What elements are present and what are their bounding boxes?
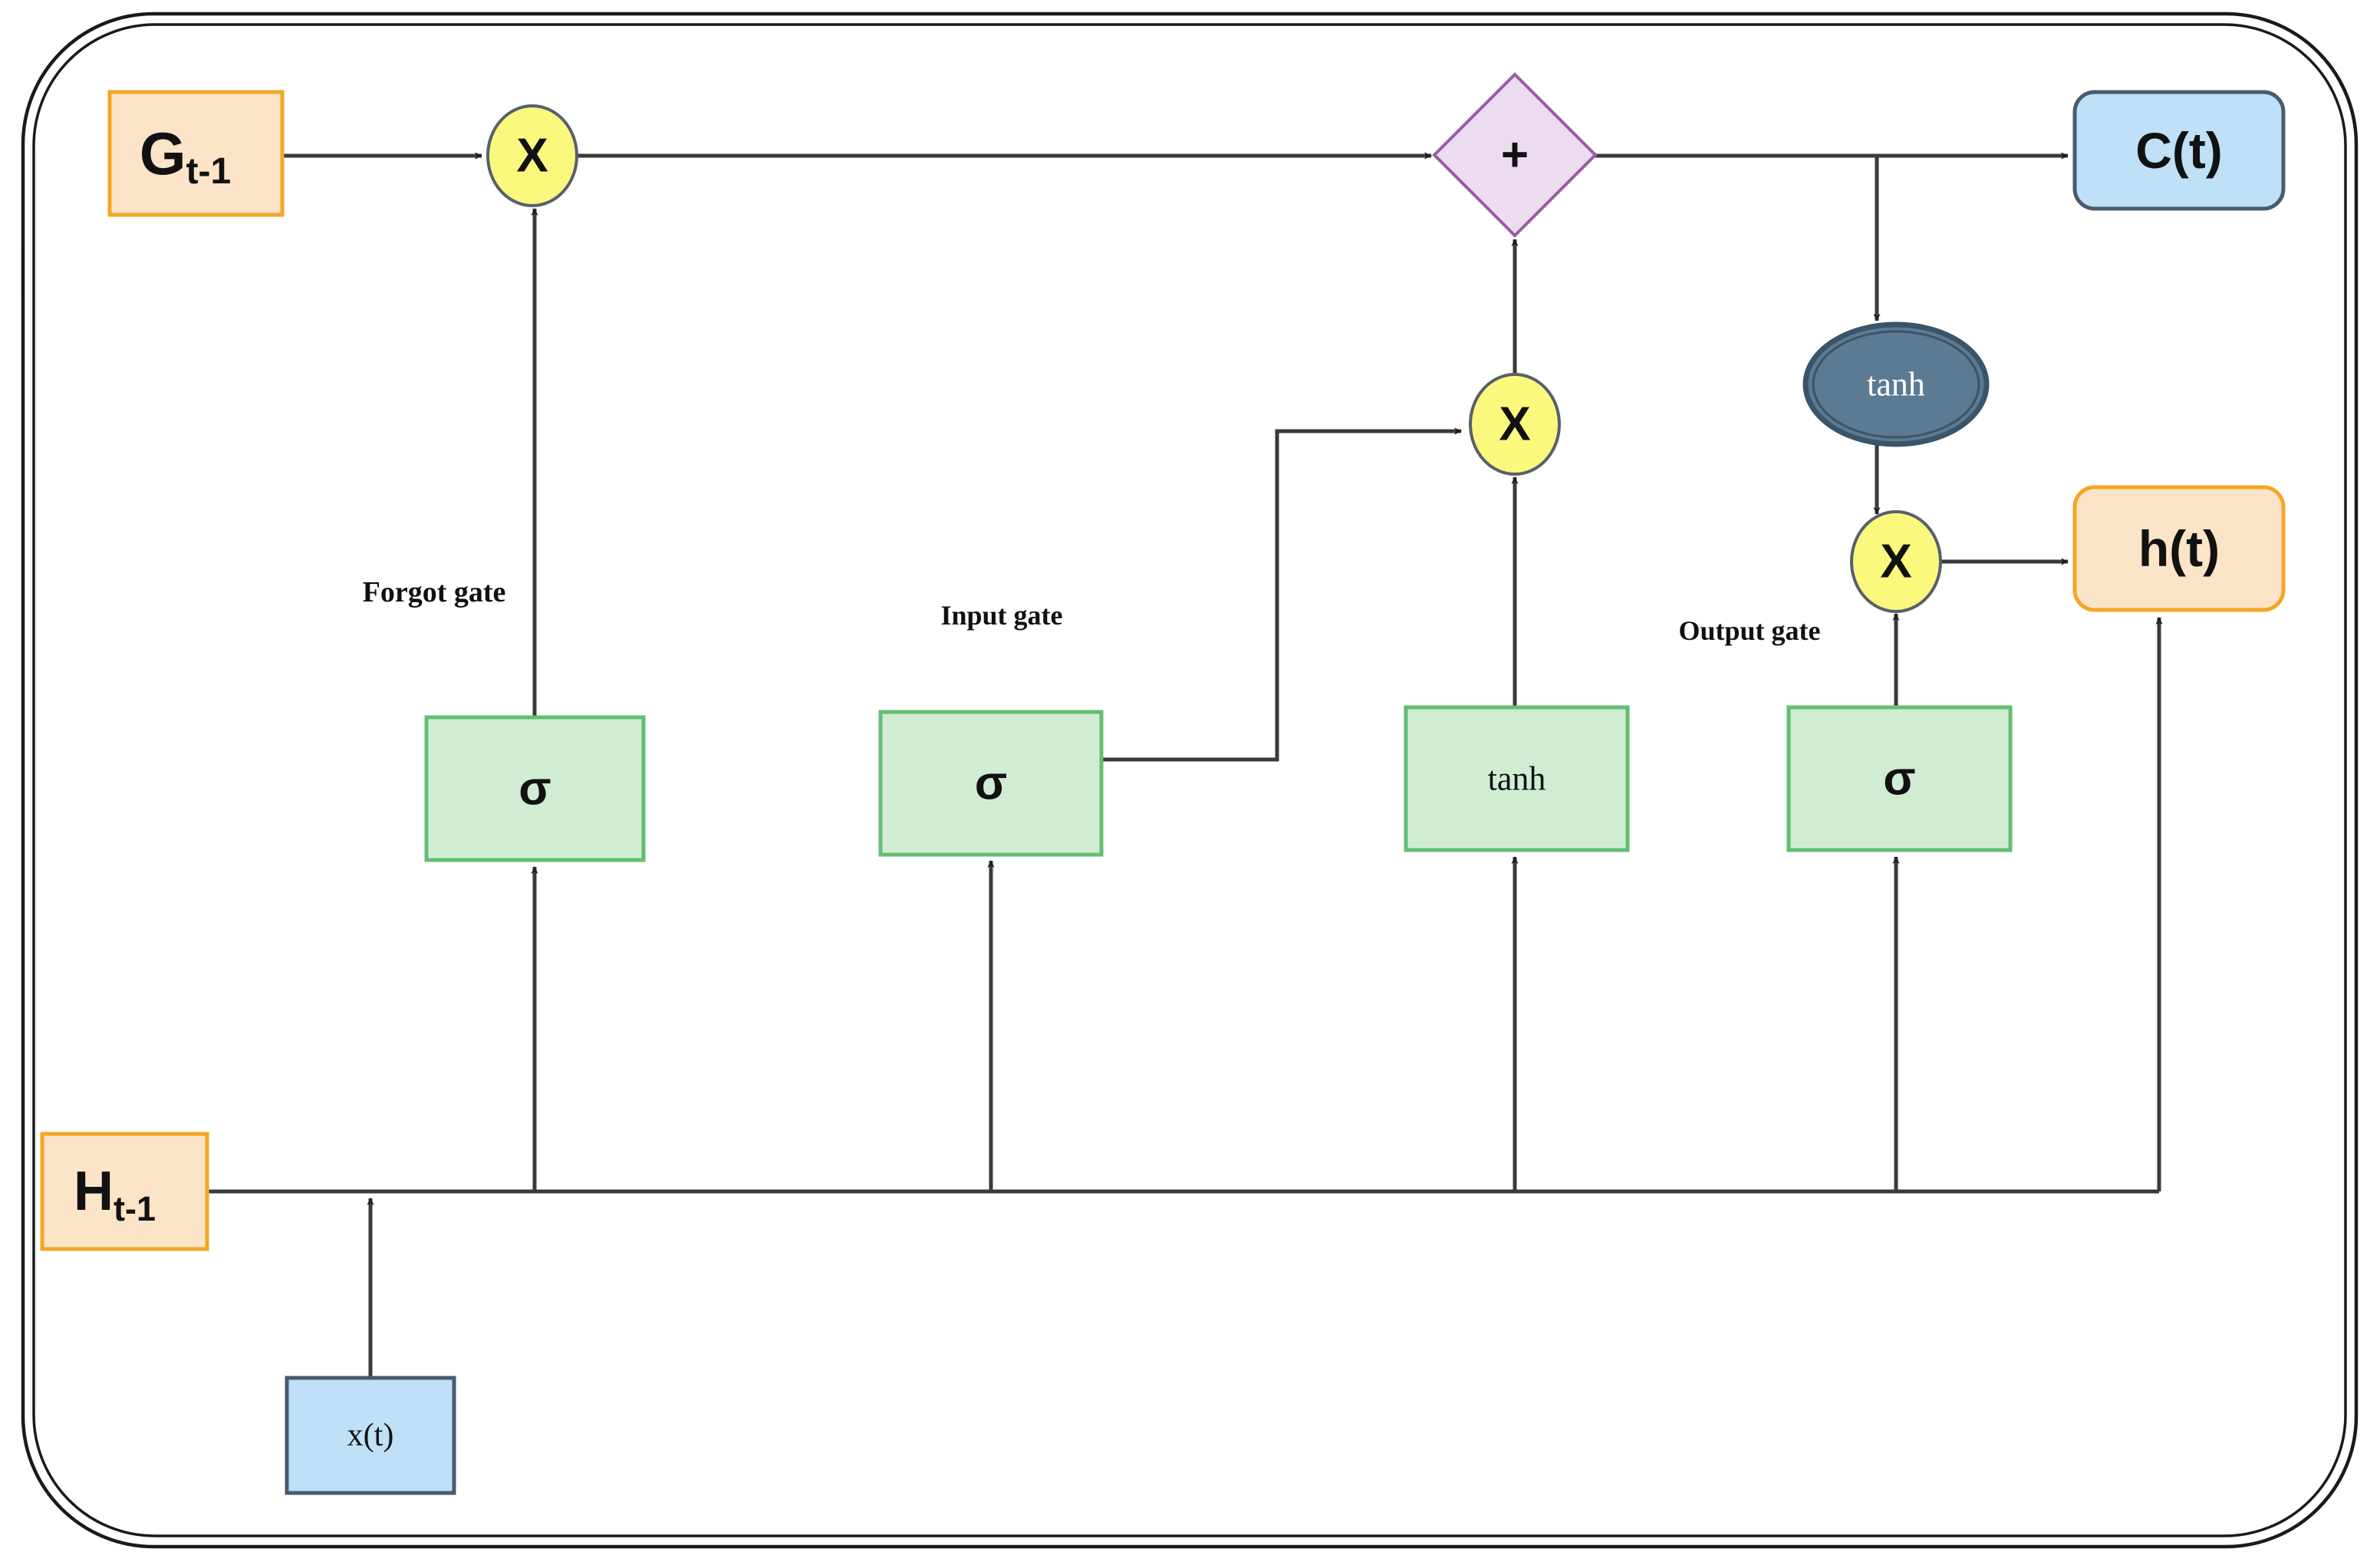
input-vector-box-label: x(t) bbox=[347, 1418, 394, 1453]
multiply-input-node-shape bbox=[1469, 373, 1561, 476]
sigmoid-forget-gate-shape bbox=[424, 715, 646, 862]
tanh-candidate-gate-shape bbox=[1404, 705, 1630, 852]
tanh-cell-state-node-inner-ring bbox=[1812, 330, 1980, 439]
connector-edges bbox=[207, 152, 2163, 1378]
input-vector-box-shape bbox=[285, 1376, 456, 1495]
hidden-state-input-box[interactable]: Ht-1 bbox=[40, 1132, 209, 1251]
tanh-cell-state-node[interactable]: tanh bbox=[1802, 321, 1990, 447]
multiply-forget-node[interactable]: X bbox=[486, 104, 578, 207]
multiply-input-node[interactable]: X bbox=[1469, 373, 1561, 476]
sigmoid-output-gate-label: σ bbox=[1883, 753, 1915, 806]
sigmoid-forget-gate-label: σ bbox=[518, 763, 551, 816]
hidden-state-output-box-shape bbox=[2072, 485, 2286, 612]
input-gate-label: Input gate bbox=[940, 600, 1062, 631]
tanh-candidate-gate[interactable]: tanh bbox=[1404, 705, 1630, 852]
diagram-nodes: Gt-1Ht-1 x(t) C(t) h(t) X X X + tanh σ σ tanh σ bbox=[40, 72, 2286, 1495]
multiply-output-node[interactable]: X bbox=[1850, 510, 1942, 613]
output-gate-label: Output gate bbox=[1678, 615, 1820, 646]
sigmoid-input-gate[interactable]: σ bbox=[878, 710, 1104, 857]
sigmoid-forget-gate[interactable]: σ bbox=[424, 715, 646, 862]
add-node-shape bbox=[1432, 72, 1598, 238]
sigmoid-output-gate-shape bbox=[1786, 705, 2013, 852]
forgot-gate-label: Forgot gate bbox=[363, 576, 506, 608]
lstm-cell-boundary bbox=[21, 12, 2359, 1549]
multiply-forget-node-shape bbox=[486, 104, 578, 207]
cell-state-input-box-label: Gt-1 bbox=[140, 120, 231, 192]
cell-state-output-box-shape bbox=[2072, 90, 2286, 211]
sigmoid-input-gate-label: σ bbox=[975, 757, 1007, 810]
hidden-state-output-box[interactable]: h(t) bbox=[2072, 485, 2286, 612]
tanh-cell-state-node-label: tanh bbox=[1867, 366, 1925, 404]
multiply-output-node-label: X bbox=[1880, 535, 1911, 588]
hidden-state-input-box-label: Ht-1 bbox=[74, 1161, 156, 1228]
tanh-candidate-gate-label: tanh bbox=[1488, 760, 1546, 798]
cell-state-input-box-shape bbox=[107, 90, 285, 217]
sigmoid-input-gate-shape bbox=[878, 710, 1104, 857]
edge-siginput-to-mul-input bbox=[1101, 427, 1462, 762]
multiply-output-node-shape bbox=[1850, 510, 1942, 613]
add-node-label: + bbox=[1501, 129, 1529, 182]
sigmoid-output-gate[interactable]: σ bbox=[1786, 705, 2013, 852]
add-node[interactable]: + bbox=[1432, 72, 1598, 238]
tanh-cell-state-node-shape bbox=[1802, 321, 1990, 447]
input-vector-box[interactable]: x(t) bbox=[285, 1376, 456, 1495]
cell-state-output-box-label: C(t) bbox=[2135, 122, 2223, 179]
multiply-forget-node-label: X bbox=[516, 130, 548, 183]
cell-state-output-box[interactable]: C(t) bbox=[2072, 90, 2286, 211]
hidden-state-input-box-shape bbox=[40, 1132, 209, 1251]
hidden-state-output-box-label: h(t) bbox=[2138, 520, 2220, 577]
cell-state-input-box[interactable]: Gt-1 bbox=[107, 90, 285, 217]
multiply-input-node-label: X bbox=[1499, 398, 1530, 451]
